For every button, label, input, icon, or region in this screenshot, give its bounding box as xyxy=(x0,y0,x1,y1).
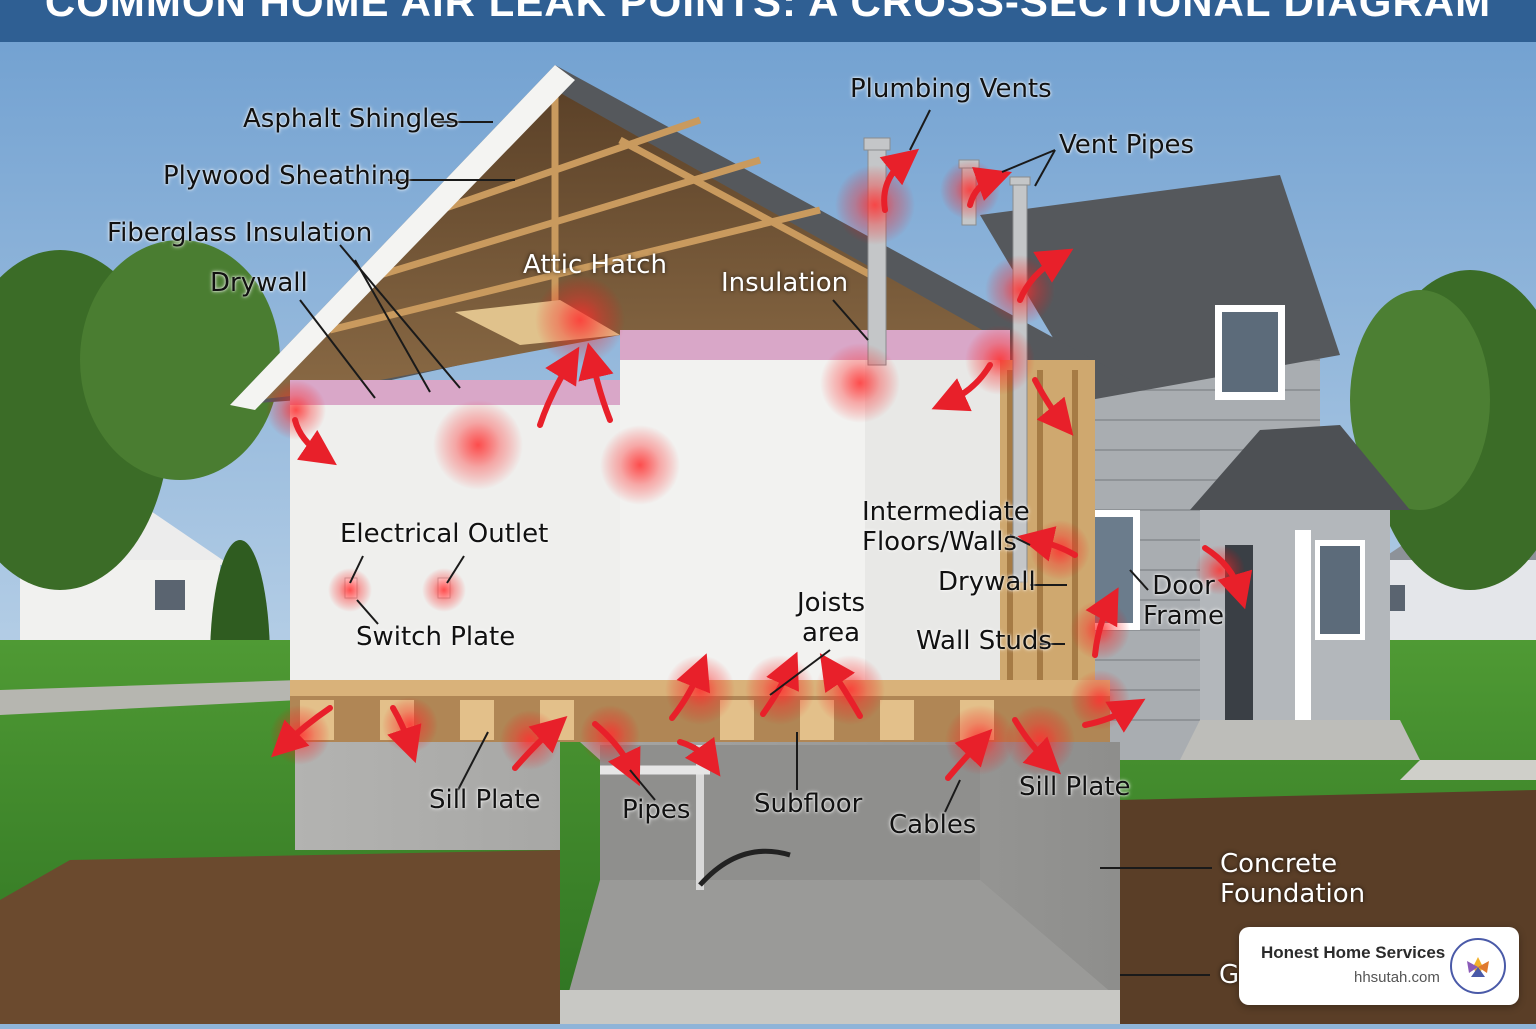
brand-name: Honest Home Services xyxy=(1261,943,1446,962)
leak-arrow xyxy=(967,166,1012,208)
leader-lines xyxy=(299,109,1212,976)
label-sill-plate-right: Sill Plate xyxy=(1019,772,1131,802)
leak-arrow xyxy=(945,728,993,781)
leak-arrow xyxy=(879,148,920,213)
leak-arrow xyxy=(512,715,568,771)
label-cables: Cables xyxy=(889,810,977,840)
label-plywood-sheathing: Plywood Sheathing xyxy=(163,161,411,191)
soil-left xyxy=(0,850,560,1024)
leak-arrow xyxy=(1085,587,1119,658)
label-vent-pipes: Vent Pipes xyxy=(1059,130,1195,160)
leak-arrow xyxy=(1017,526,1078,562)
leak-arrow xyxy=(537,346,580,428)
label-switch-plate: Switch Plate xyxy=(356,622,516,652)
label-subfloor: Subfloor xyxy=(754,789,863,819)
label-door-frame: Door Frame xyxy=(1143,571,1225,631)
leak-arrow xyxy=(592,721,641,787)
leak-arrow xyxy=(578,342,614,423)
label-asphalt-shingles: Asphalt Shingles xyxy=(243,104,459,134)
leak-arrow xyxy=(1082,698,1146,733)
label-electrical-outlet: Electrical Outlet xyxy=(340,519,549,549)
brand-badge[interactable]: Honest Home Services hhsutah.com xyxy=(1239,927,1519,1005)
exterior-wing xyxy=(980,175,1420,760)
label-drywall-attic: Drywall xyxy=(210,268,308,298)
concrete-foundation xyxy=(295,742,1120,1024)
leak-arrow xyxy=(387,705,422,764)
label-concrete-foundation: Concrete Foundation xyxy=(1220,849,1366,909)
title-bar: COMMON HOME AIR LEAK POINTS: A CROSS-SEC… xyxy=(0,0,1536,42)
leak-arrow xyxy=(677,736,721,777)
leak-arrow xyxy=(270,705,333,758)
label-intermediate-floors-walls: Intermediate Floors/Walls xyxy=(862,497,1030,557)
label-wall-studs: Wall Studs xyxy=(916,626,1052,656)
leak-arrow xyxy=(669,653,711,721)
page-title: COMMON HOME AIR LEAK POINTS: A CROSS-SEC… xyxy=(44,0,1492,25)
label-drywall-wall: Drywall xyxy=(938,567,1036,597)
label-plumbing-vents: Plumbing Vents xyxy=(850,74,1052,104)
label-pipes: Pipes xyxy=(622,795,691,825)
leak-arrow xyxy=(1012,717,1062,775)
label-sill-plate-left: Sill Plate xyxy=(429,785,541,815)
leak-arrows xyxy=(270,148,1253,787)
leak-arrow xyxy=(1017,248,1074,303)
leak-arrow xyxy=(292,417,337,466)
main-roof xyxy=(230,65,1140,410)
leak-arrow xyxy=(1032,377,1074,436)
brand-logo-icon xyxy=(1450,938,1506,994)
leak-arrow xyxy=(1202,545,1253,610)
leak-arrow xyxy=(931,362,993,412)
label-insulation: Insulation xyxy=(721,268,849,298)
leak-arrow xyxy=(819,653,863,719)
leak-arrow xyxy=(760,651,799,717)
label-joists-area: Joists area xyxy=(797,588,866,648)
attic-insulation xyxy=(290,380,620,406)
label-gravel-partial: G xyxy=(1219,960,1240,990)
label-fiberglass-insulation: Fiberglass Insulation xyxy=(107,218,373,248)
brand-url[interactable]: hhsutah.com xyxy=(1354,969,1440,986)
label-attic-hatch: Attic Hatch xyxy=(523,250,667,280)
